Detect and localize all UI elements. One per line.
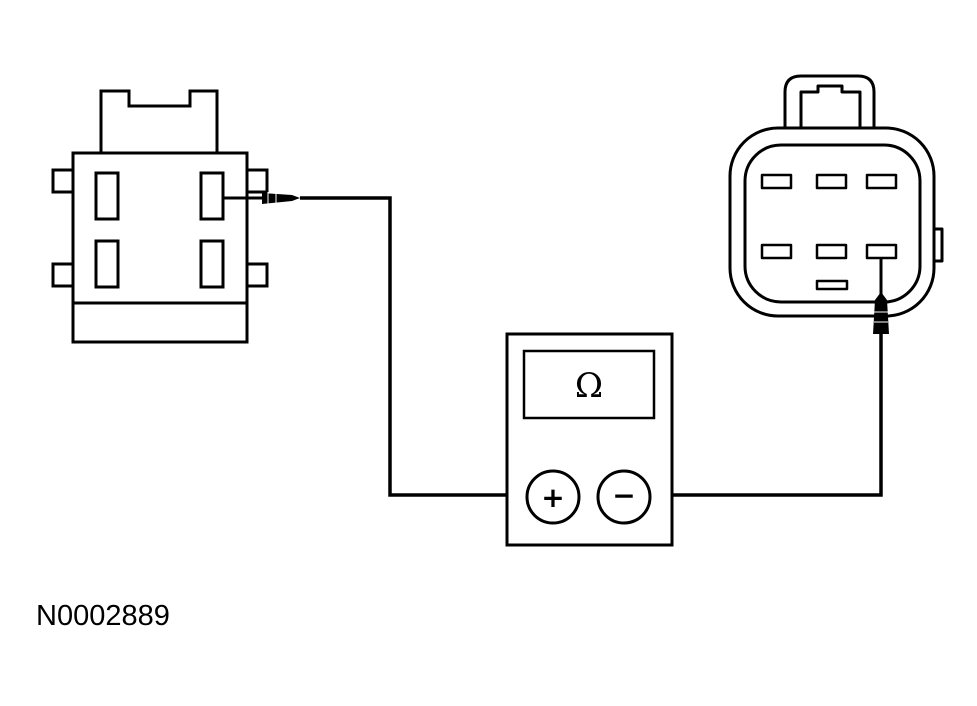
- right-connector: [728, 74, 944, 318]
- left-probe: [223, 192, 300, 205]
- right-connector-pin: [865, 173, 898, 190]
- left-connector-top-tab: [99, 89, 219, 153]
- ohmmeter: Ω + −: [505, 332, 674, 547]
- test-leads: [300, 196, 883, 497]
- right-connector-pin: [815, 173, 848, 190]
- right-connector-face: [743, 143, 922, 304]
- left-connector-lug: [51, 262, 75, 288]
- right-probe-tip: [873, 292, 889, 334]
- left-connector-pin: [94, 239, 120, 289]
- left-connector-lug: [245, 262, 269, 288]
- right-connector-lock-slot: [799, 84, 862, 130]
- left-connector-lug: [51, 168, 75, 194]
- left-connector-pin: [94, 171, 120, 221]
- right-connector-pin: [760, 243, 793, 260]
- ohmmeter-display: [522, 349, 656, 420]
- positive-terminal: [525, 469, 581, 525]
- right-connector-pin: [760, 173, 793, 190]
- right-connector-pin: [865, 243, 898, 260]
- left-connector-lug: [245, 168, 269, 194]
- negative-terminal-label: −: [612, 479, 635, 512]
- left-connector: [51, 89, 269, 344]
- positive-terminal-label: +: [541, 481, 564, 514]
- positive-lead-wire: [300, 196, 528, 497]
- figure-reference-code: N0002889: [36, 600, 170, 632]
- negative-lead-wire: [648, 334, 883, 497]
- right-connector-pin: [815, 243, 848, 260]
- right-connector-key: [815, 279, 849, 291]
- negative-terminal: [596, 469, 652, 525]
- left-probe-tip: [262, 193, 300, 204]
- left-connector-pin: [199, 239, 225, 289]
- ohm-symbol: Ω: [575, 366, 603, 406]
- right-probe: [873, 258, 889, 334]
- left-connector-pin: [199, 171, 225, 221]
